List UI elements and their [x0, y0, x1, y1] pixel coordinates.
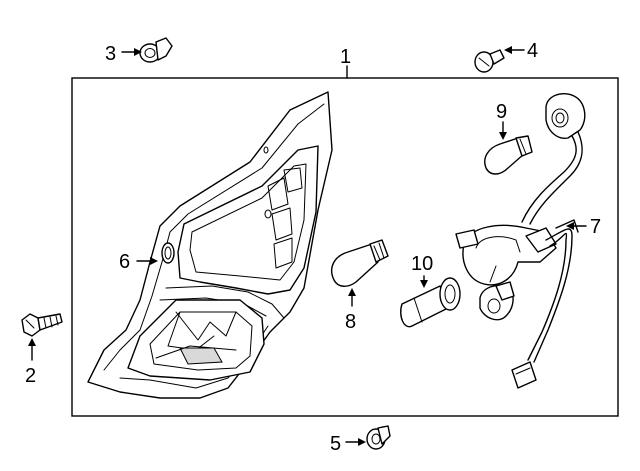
arrowhead-10 — [420, 280, 428, 288]
callout-5: 5 — [330, 433, 341, 455]
arrowhead-9 — [499, 132, 507, 140]
bulb-part-10 — [400, 277, 461, 328]
bulb-part-8 — [330, 239, 389, 287]
callout-9: 9 — [496, 101, 507, 123]
arrowhead-5 — [358, 438, 366, 446]
screw-part-2 — [21, 313, 63, 337]
arrowhead-6 — [150, 257, 158, 265]
callout-1: 1 — [340, 46, 351, 68]
callout-6: 6 — [119, 251, 130, 273]
tail-lamp-housing — [87, 91, 333, 399]
callout-10: 10 — [411, 253, 433, 275]
arrowhead-8 — [348, 288, 356, 296]
arrowhead-3 — [134, 48, 142, 56]
screw-part-4 — [474, 49, 505, 73]
callout-4: 4 — [527, 40, 538, 62]
socket-harness-part-7 — [455, 92, 586, 389]
callout-2: 2 — [25, 365, 36, 387]
nut-part-5 — [366, 425, 391, 450]
nut-part-3 — [139, 37, 173, 63]
callout-7: 7 — [590, 216, 601, 238]
callout-3: 3 — [105, 43, 116, 65]
arrowhead-7 — [566, 222, 574, 230]
arrowhead-2 — [28, 338, 36, 346]
reflector — [161, 242, 175, 264]
arrowhead-4 — [504, 46, 512, 54]
callout-8: 8 — [345, 311, 356, 333]
assembly-frame — [71, 77, 619, 417]
bulb-part-9 — [484, 135, 533, 175]
